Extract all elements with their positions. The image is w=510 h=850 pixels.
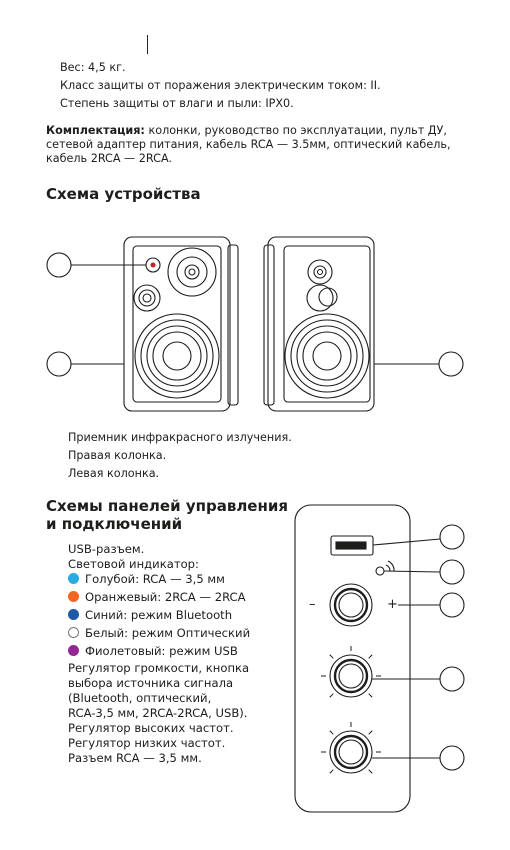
right-speaker-side — [227, 244, 239, 406]
panel-scheme-title-line2: и подключений — [46, 515, 183, 533]
color-dot — [68, 645, 79, 656]
bass-label: Регулятор низких частот. — [68, 736, 226, 750]
left-speaker-body — [267, 236, 375, 412]
knob-tick — [368, 654, 373, 659]
right-speaker-body — [123, 236, 231, 412]
right-speaker-baffle — [132, 245, 222, 403]
color-item-blue: Синий: режим Bluetooth — [68, 608, 232, 623]
spec-weight: Вес: 4,5 кг. — [60, 61, 126, 74]
treble-knob-icon — [329, 654, 373, 698]
panel-outline — [294, 504, 411, 813]
knob-tick — [368, 769, 373, 774]
kit-text: колонки, руководство по эксплуатации, пу… — [46, 124, 451, 165]
volume-desc-3: (Bluetooth, оптический, — [68, 691, 212, 705]
usb-port-icon — [330, 535, 374, 556]
device-item-right: Правая колонка. — [68, 449, 167, 462]
device-scheme-title: Схема устройства — [46, 185, 201, 203]
indicator-icon — [375, 566, 385, 576]
color-dot — [68, 591, 79, 602]
color-dot — [68, 609, 79, 620]
treble-label: Регулятор высоких частот. — [68, 721, 234, 735]
color-item-cyan: Голубой: RCA — 3,5 мм — [68, 572, 225, 587]
spec-electric-class: Класс защиты от поражения электрическим … — [60, 79, 381, 92]
volume-minus-label: – — [309, 597, 316, 612]
kit-paragraph: Комплектация: колонки, руководство по эк… — [46, 124, 466, 166]
device-item-ir: Приемник инфракрасного излучения. — [68, 431, 292, 444]
color-dot — [68, 573, 79, 584]
volume-plus-label: + — [387, 597, 398, 612]
knob-tick — [329, 769, 334, 774]
knob-tick — [329, 730, 334, 735]
knob-tick — [329, 654, 334, 659]
volume-desc-2: выбора источника сигнала — [68, 676, 234, 690]
bass-knob-icon — [329, 730, 373, 774]
device-item-left: Левая колонка. — [68, 467, 160, 480]
color-item-orange: Оранжевый: 2RCA — 2RCA — [68, 590, 246, 605]
color-item-purple: Фиолетовый: режим USB — [68, 644, 238, 659]
color-item-white: Белый: режим Оптический — [68, 626, 250, 641]
kit-label: Комплектация: — [46, 124, 145, 137]
knob-tick — [329, 693, 334, 698]
usb-label: USB-разъем. — [68, 542, 145, 556]
volume-desc-1: Регулятор громкости, кнопка — [68, 661, 250, 675]
knob-tick — [368, 730, 373, 735]
panel-scheme-title-line1: Схемы панелей управления — [46, 497, 288, 515]
knob-tick — [368, 693, 373, 698]
text-cursor-mark — [147, 35, 148, 54]
spec-ip-rating: Степень защиты от влаги и пыли: IPX0. — [60, 97, 294, 110]
color-dot — [68, 627, 79, 638]
indicator-label: Световой индикатор: — [68, 557, 199, 571]
rca-label: Разъем RCA — 3,5 мм. — [68, 751, 202, 765]
volume-desc-4: RCA-3,5 мм, 2RCA-2RCA, USB). — [68, 706, 248, 720]
volume-knob-icon — [329, 583, 373, 627]
